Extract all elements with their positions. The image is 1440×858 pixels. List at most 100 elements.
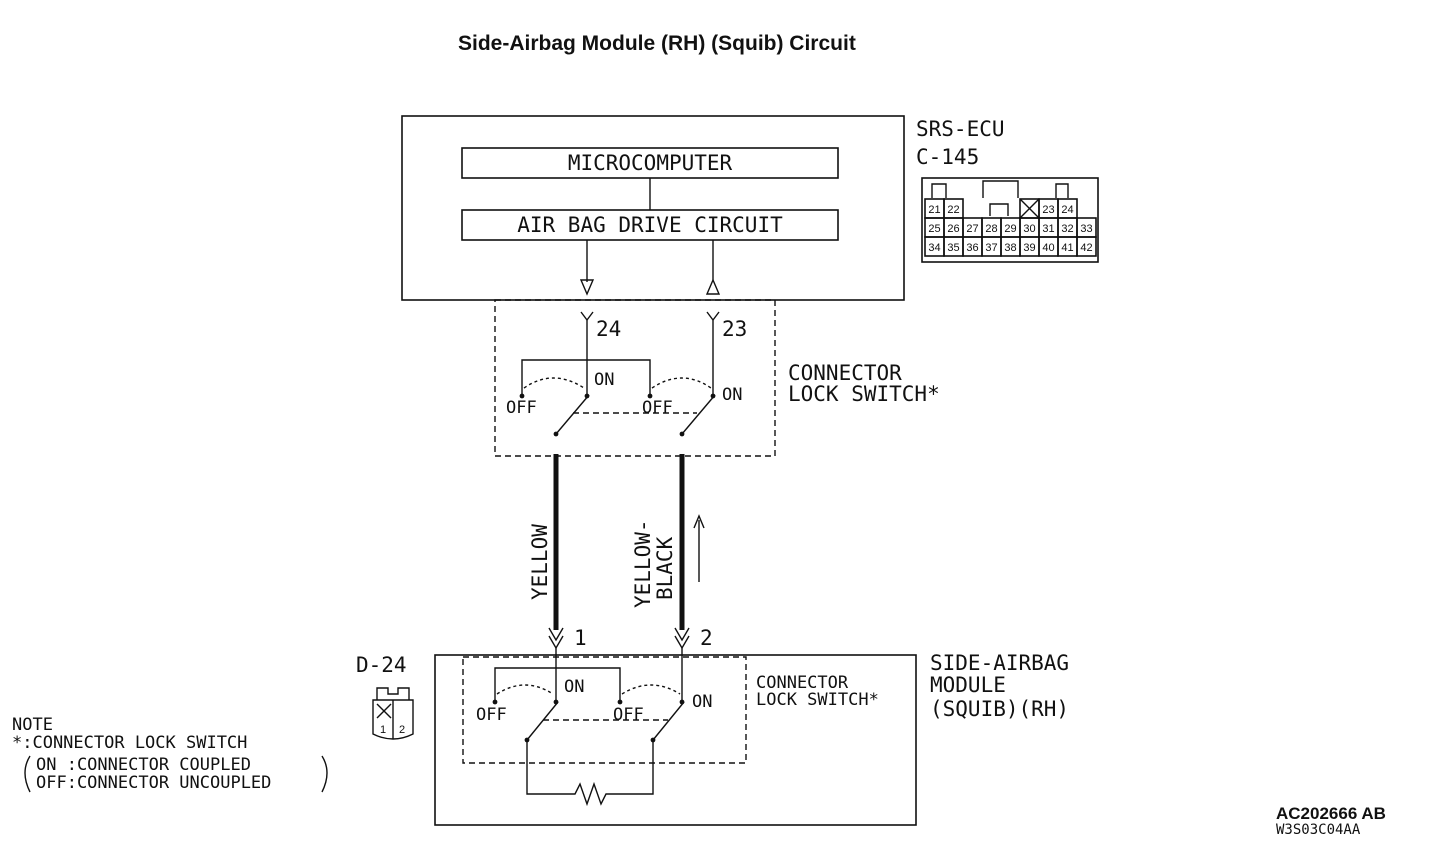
pin-23-terminal <box>706 311 720 322</box>
ecu-connector-key-center <box>982 180 1019 198</box>
d24-latch-icon <box>376 687 410 700</box>
ecu-connector-pin-label: 30 <box>1023 223 1035 235</box>
switch-left-pivot <box>553 431 559 437</box>
harness: YELLOW YELLOW- BLACK 1 2 <box>528 454 713 650</box>
lower-switch-label-line2: LOCK SWITCH* <box>756 690 879 710</box>
upper-on-left: ON <box>594 370 614 390</box>
switch-left-contact-off <box>519 393 525 399</box>
note-heading: NOTE <box>12 715 53 735</box>
pin-1-terminal-icon <box>548 627 564 650</box>
upper-switch-label-line1: CONNECTOR <box>788 361 902 385</box>
lower-off-left: OFF <box>476 705 507 725</box>
ecu-connector-pin-label: 26 <box>947 223 959 235</box>
d24-connector-body <box>372 699 414 740</box>
lower-off-right: OFF <box>613 705 644 725</box>
ecu-connector-pin-label: 31 <box>1042 223 1054 235</box>
ecu-connector-pin-label: 32 <box>1061 223 1073 235</box>
ecu-connector-pin-label: 33 <box>1080 223 1092 235</box>
lower-right-arc <box>621 684 681 695</box>
upper-on-right: ON <box>722 385 742 405</box>
pin-24-label: 24 <box>596 317 621 341</box>
lower-switch-boundary <box>462 656 747 764</box>
ecu-connector-pin-label: 23 <box>1042 204 1054 216</box>
ecu-name: SRS-ECU <box>916 117 1005 141</box>
yellow-black-wire-label-line2: BLACK <box>653 536 677 600</box>
switch-right-bridge <box>587 359 651 394</box>
drive-circuit-label: AIR BAG DRIVE CIRCUIT <box>517 213 783 237</box>
ecu-connector-id: C-145 <box>916 145 979 169</box>
ecu-box <box>401 115 905 301</box>
ecu-connector-pin-label: 28 <box>985 223 997 235</box>
switch-right-blade <box>681 394 716 435</box>
switch-left-arc <box>523 377 585 389</box>
switch-left-blade <box>555 394 590 435</box>
lower-right-contact-off <box>617 699 623 705</box>
switch-left-bridge <box>521 359 587 394</box>
ecu-connector-key-inner <box>989 203 1009 216</box>
switch-right-arc <box>651 377 712 389</box>
ecu-connector-pin-label: 38 <box>1004 242 1016 254</box>
lower-right-blade <box>652 701 685 741</box>
ecu-connector-pin-label: 27 <box>966 223 978 235</box>
ecu-connector-cross <box>1019 198 1040 219</box>
ecu-connector-cell <box>1076 236 1097 257</box>
upper-off-right: OFF <box>642 398 673 418</box>
switch-right-pivot <box>679 431 685 437</box>
lower-right-bridge <box>556 667 621 700</box>
squib-resistor-icon <box>526 740 654 807</box>
module-box <box>434 654 917 826</box>
d24-pin-1: 1 <box>380 724 386 736</box>
upper-switch-boundary <box>494 299 776 457</box>
lower-on-left: ON <box>564 677 584 697</box>
note-block: NOTE *:CONNECTOR LOCK SWITCH ON :CONNECT… <box>12 715 328 793</box>
ecu-connector-pin-label: 21 <box>928 204 940 216</box>
pin-2-label: 2 <box>700 626 713 650</box>
ecu-connector-key-right <box>1055 183 1069 198</box>
d24-pin-2: 2 <box>399 724 405 736</box>
ecu-connector-key-left <box>931 183 947 198</box>
note-bracket-right <box>321 755 328 793</box>
note-line2: ON :CONNECTOR COUPLED <box>36 755 251 775</box>
diagram-title: Side-Airbag Module (RH) (Squib) Circuit <box>458 32 856 55</box>
lower-left-contact-off <box>492 699 498 705</box>
lower-left-arc <box>496 684 554 695</box>
lower-left-blade <box>526 701 559 741</box>
d24-connector: D-24 1 2 <box>356 653 414 740</box>
down-arrow-icon <box>579 279 595 296</box>
upper-off-left: OFF <box>506 398 537 418</box>
srs-ecu: MICROCOMPUTER AIR BAG DRIVE CIRCUIT SRS-… <box>401 115 1005 301</box>
ecu-connector-pin-label: 34 <box>928 242 940 254</box>
pin-2-terminal-icon <box>674 627 690 650</box>
ecu-connector-pin-label: 41 <box>1061 242 1073 254</box>
pin-23-label: 23 <box>722 317 747 341</box>
switch-right-contact-on <box>710 393 716 399</box>
ecu-connector-pin-label: 25 <box>928 223 940 235</box>
ecu-connector-pin-label: 37 <box>985 242 997 254</box>
note-line1: *:CONNECTOR LOCK SWITCH <box>12 733 247 753</box>
pin-24-terminal <box>580 311 594 322</box>
d24-cross-b <box>376 703 392 719</box>
microcomputer-label: MICROCOMPUTER <box>568 151 733 175</box>
d24-label: D-24 <box>356 653 407 677</box>
module-name-line2: MODULE <box>930 673 1006 697</box>
lower-on-right: ON <box>692 692 712 712</box>
up-arrow-icon <box>705 278 721 295</box>
lower-switch-label-line1: CONNECTOR <box>756 673 849 693</box>
upper-connector-lock-switch: 24 23 ON OFF OFF ON CONNECTOR LOCK SWITC… <box>494 299 940 457</box>
module-name-line3: (SQUIB)(RH) <box>930 697 1069 721</box>
switch-right-contact-off <box>647 393 653 399</box>
module-name-line1: SIDE-AIRBAG <box>930 651 1069 675</box>
ecu-connector-pin-label: 29 <box>1004 223 1016 235</box>
upper-switch-label-line2: LOCK SWITCH* <box>788 382 940 406</box>
ecu-connector-outline <box>921 177 1099 263</box>
ecu-connector-pin-label: 22 <box>947 204 959 216</box>
ecu-connector-pin-label: 36 <box>966 242 978 254</box>
ecu-connector-pin-label: 24 <box>1061 204 1073 216</box>
ecu-connector-pin-label: 35 <box>947 242 959 254</box>
yellow-wire-label: YELLOW <box>528 524 552 600</box>
lower-left-bridge <box>494 667 556 700</box>
note-line3: OFF:CONNECTOR UNCOUPLED <box>36 773 271 793</box>
